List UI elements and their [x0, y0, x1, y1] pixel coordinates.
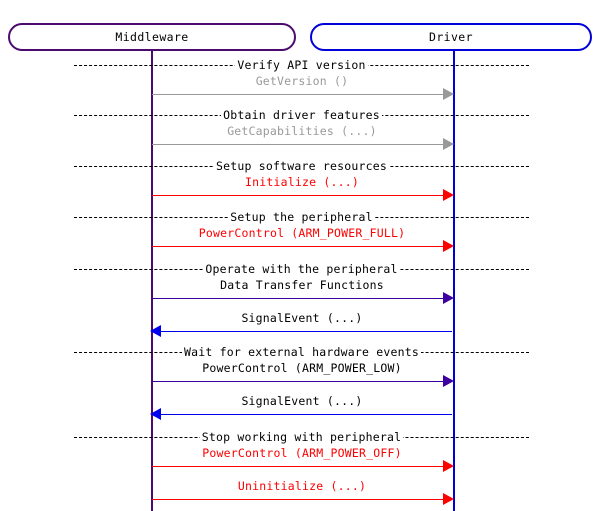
arrowhead-left-icon [150, 408, 161, 420]
separator-note: Obtain driver features [74, 108, 529, 122]
message-to-right[interactable]: PowerControl (ARM_POWER_LOW) [151, 361, 454, 387]
message-to-right[interactable]: Data Transfer Functions [151, 278, 454, 304]
message-label: PowerControl (ARM_POWER_LOW) [202, 361, 402, 375]
arrowhead-right-icon [443, 375, 454, 387]
message-to-right[interactable]: Initialize (...) [151, 175, 454, 201]
message-line [152, 414, 452, 415]
separator-label: Stop working with peripheral [199, 430, 404, 444]
participant-label-middleware: Middleware [115, 30, 189, 44]
message-label: Uninitialize (...) [237, 479, 367, 493]
message-line [152, 246, 452, 247]
separator-note: Setup the peripheral [74, 210, 529, 224]
message-line [152, 94, 452, 95]
message-to-left[interactable]: SignalEvent (...) [150, 394, 453, 420]
message-to-right[interactable]: Uninitialize (...) [151, 479, 454, 505]
message-line [152, 144, 452, 145]
message-label: SignalEvent (...) [241, 394, 363, 408]
message-label: Data Transfer Functions [220, 278, 384, 292]
arrowhead-right-icon [443, 460, 454, 472]
participant-box-driver[interactable]: Driver [310, 23, 592, 51]
separator-label: Operate with the peripheral [203, 262, 400, 276]
separator-label: Obtain driver features [221, 108, 382, 122]
message-label: Initialize (...) [245, 175, 359, 189]
arrowhead-right-icon [443, 292, 454, 304]
message-label: PowerControl (ARM_POWER_FULL) [198, 226, 406, 240]
message-label: GetVersion () [255, 74, 349, 88]
message-to-right[interactable]: PowerControl (ARM_POWER_FULL) [151, 226, 454, 252]
message-line [152, 298, 452, 299]
message-to-right[interactable]: GetCapabilities (...) [151, 124, 454, 150]
lifeline-driver [453, 51, 455, 511]
arrowhead-right-icon [443, 138, 454, 150]
arrowhead-left-icon [150, 325, 161, 337]
message-label: PowerControl (ARM_POWER_OFF) [202, 446, 402, 460]
arrowhead-right-icon [443, 88, 454, 100]
separator-label: Wait for external hardware events [181, 345, 422, 359]
message-line [152, 381, 452, 382]
message-to-right[interactable]: GetVersion () [151, 74, 454, 100]
separator-note: Stop working with peripheral [74, 430, 529, 444]
arrowhead-right-icon [443, 493, 454, 505]
message-to-left[interactable]: SignalEvent (...) [150, 311, 453, 337]
message-line [152, 331, 452, 332]
arrowhead-right-icon [443, 240, 454, 252]
arrowhead-right-icon [443, 189, 454, 201]
message-to-right[interactable]: PowerControl (ARM_POWER_OFF) [151, 446, 454, 472]
separator-note: Operate with the peripheral [74, 262, 529, 276]
separator-label: Setup the peripheral [228, 210, 375, 224]
separator-label: Verify API version [235, 58, 368, 72]
participant-box-middleware[interactable]: Middleware [8, 23, 296, 51]
lifeline-middleware [151, 51, 153, 511]
message-line [152, 499, 452, 500]
message-label: GetCapabilities (...) [227, 124, 377, 138]
message-line [152, 195, 452, 196]
participant-label-driver: Driver [429, 30, 473, 44]
separator-note: Setup software resources [74, 159, 529, 173]
separator-note: Wait for external hardware events [74, 345, 529, 359]
message-line [152, 466, 452, 467]
message-label: SignalEvent (...) [241, 311, 363, 325]
separator-note: Verify API version [74, 58, 529, 72]
separator-label: Setup software resources [214, 159, 389, 173]
